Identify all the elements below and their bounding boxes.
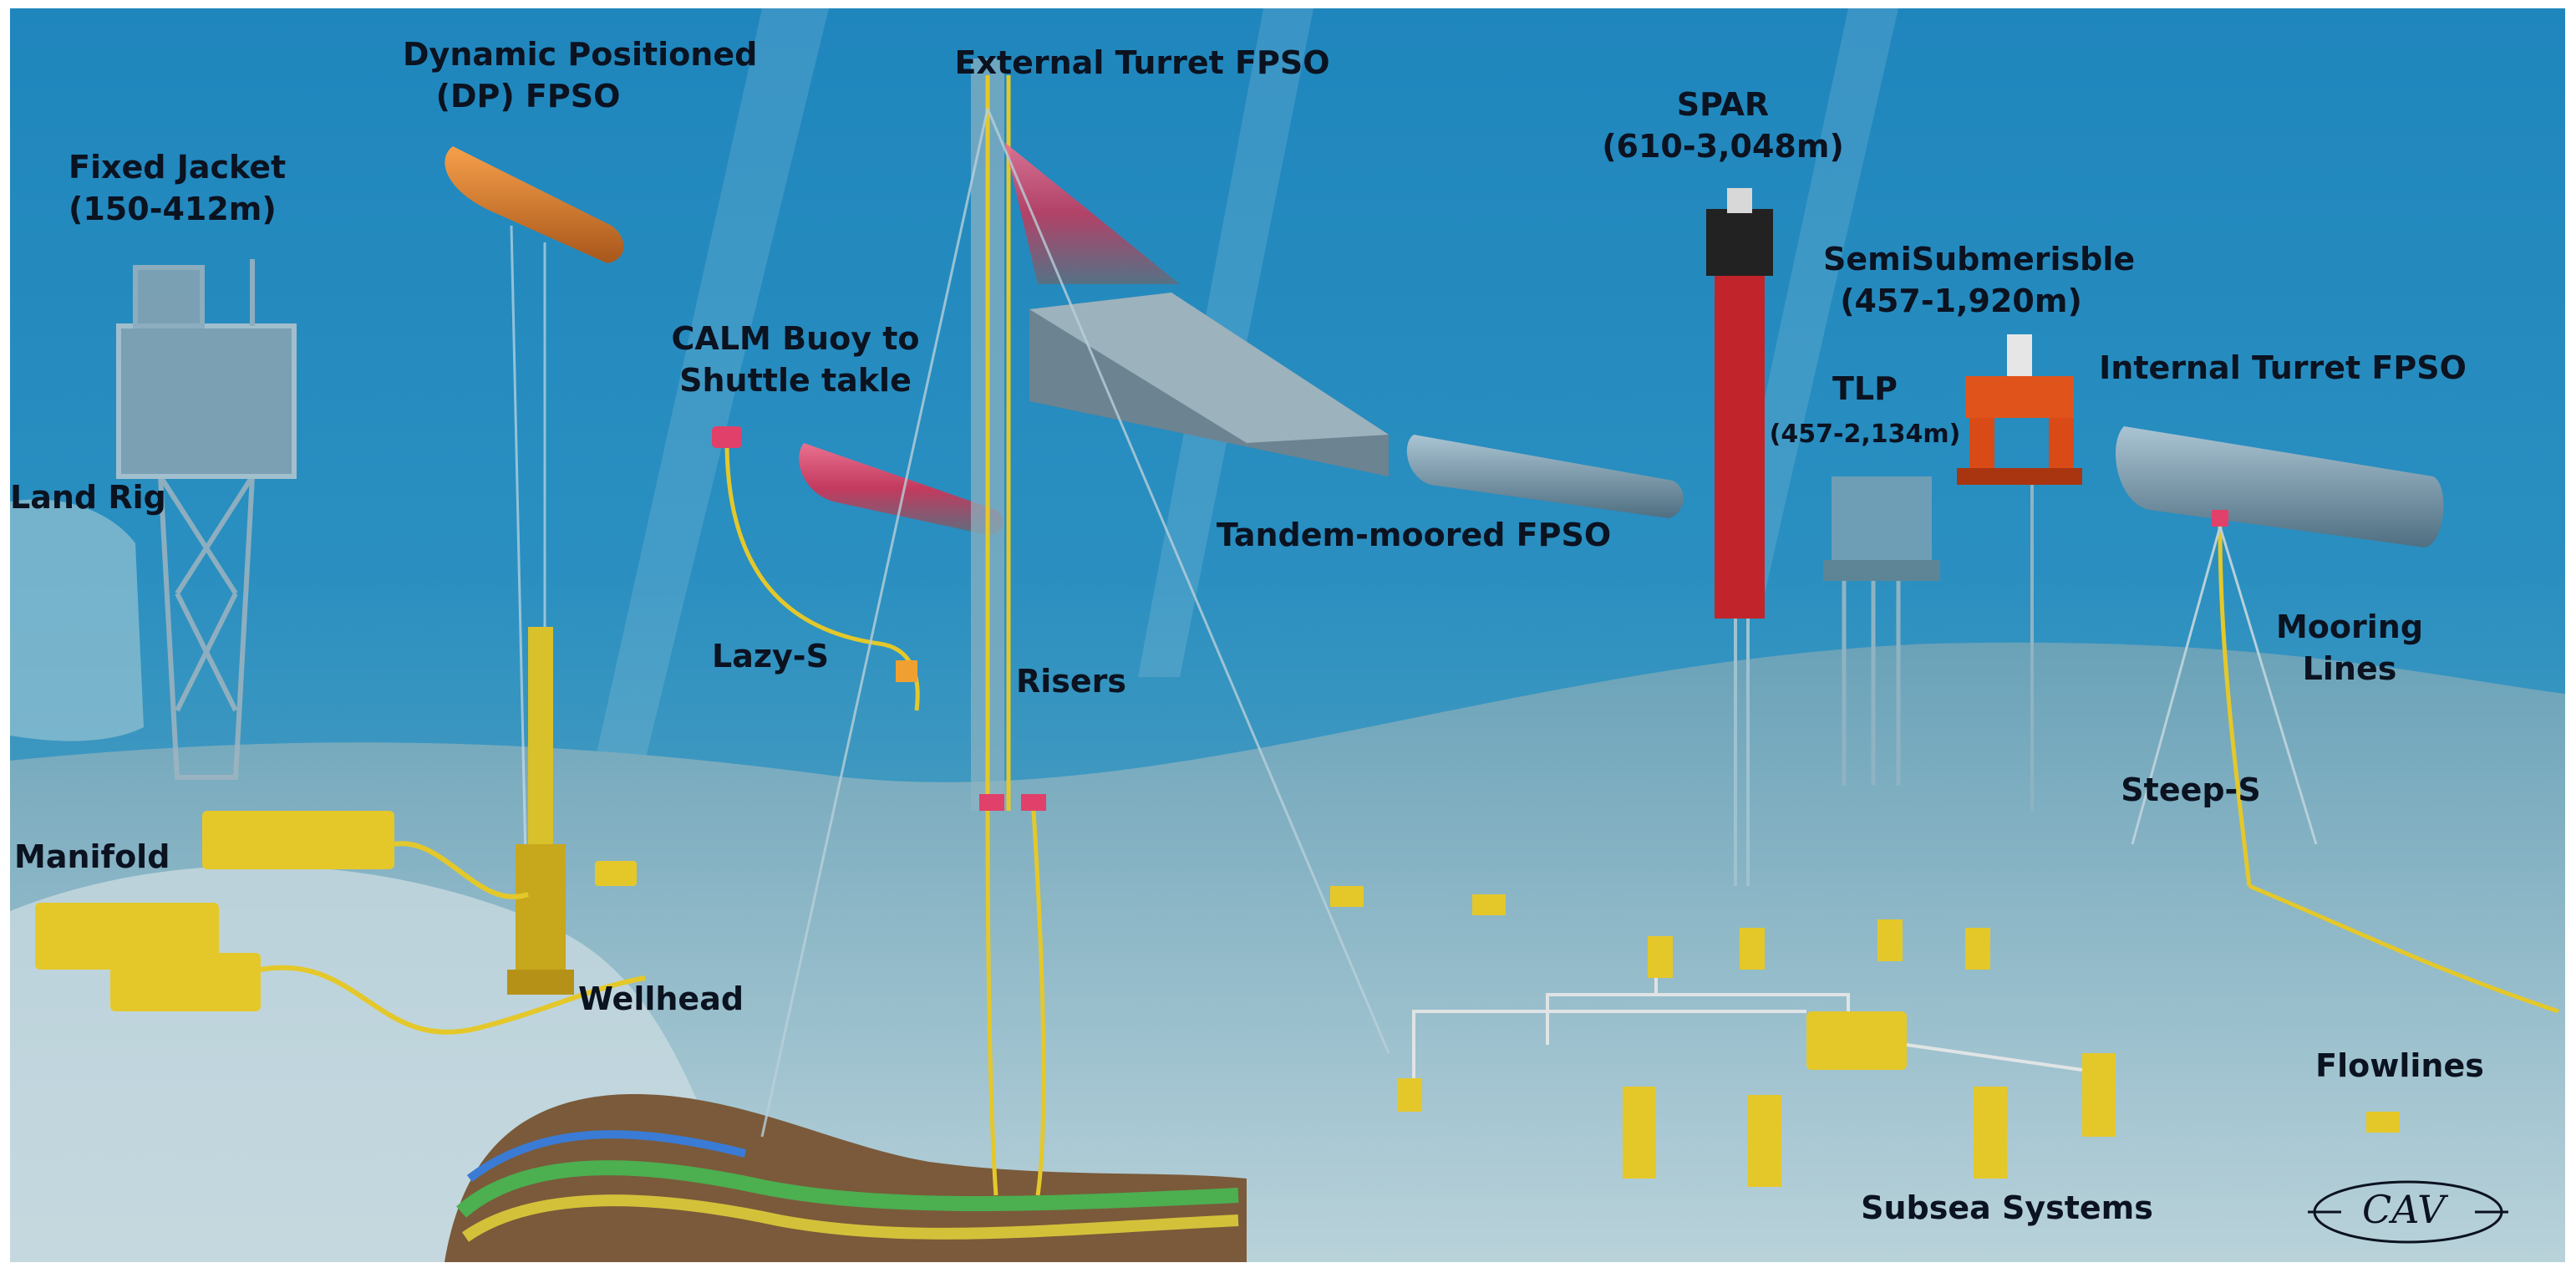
fixed-jacket-platform <box>116 259 297 780</box>
calm-buoy-label-line2: Shuttle takle <box>679 362 912 399</box>
tlp-label: TLP <box>1832 370 1898 407</box>
dp-fpso-label-line1: Dynamic Positioned <box>403 36 758 73</box>
dp-fpso-label-line2: (DP) FPSO <box>435 78 621 115</box>
spar-label: SPAR (610-3,048m) <box>1598 84 1848 167</box>
dp-fpso-label: Dynamic Positioned (DP) FPSO <box>403 33 758 117</box>
spar-platform <box>1706 188 1773 886</box>
manifold-equipment <box>35 811 637 1011</box>
calm-buoy-label-line1: CALM Buoy to <box>671 320 920 357</box>
internal-turret-label: Internal Turret FPSO <box>2099 349 2467 386</box>
manifold-label: Manifold <box>14 838 170 875</box>
drilling-riser <box>507 627 574 995</box>
semisub-label-line2: (457-1,920m) <box>1840 283 2082 319</box>
calm-buoy-label: CALM Buoy to Shuttle takle <box>670 318 921 401</box>
land-rig-label: Land Rig <box>10 479 166 516</box>
cav-logo-text: CAV <box>2362 1187 2446 1232</box>
internal-turret-fpso <box>2116 426 2559 1014</box>
spar-label-line1: SPAR <box>1676 86 1770 123</box>
mooring-lines-label-line1: Mooring <box>2275 608 2424 645</box>
mooring-lines-label-line2: Lines <box>2302 650 2397 687</box>
semisub-label: SemiSubmerisble (457-1,920m) <box>1823 238 2136 322</box>
flowlines-label: Flowlines <box>2315 1047 2484 1084</box>
cav-logo <box>2308 1180 2508 1244</box>
risers-label: Risers <box>1015 663 1127 700</box>
mooring-lines-label: Mooring Lines <box>2266 606 2433 690</box>
tlp-platform <box>1823 476 1940 786</box>
tandem-moored-fpso <box>1406 435 1684 518</box>
calm-buoy <box>712 426 920 711</box>
fixed-jacket-label-line2: (150-412m) <box>69 191 277 227</box>
wellhead-label: Wellhead <box>578 980 744 1017</box>
steep-s-label: Steep-S <box>2121 771 2261 808</box>
shuttle-tanker <box>799 443 1003 535</box>
lazy-s-label: Lazy-S <box>712 638 829 675</box>
fixed-jacket-label-line1: Fixed Jacket <box>69 149 287 186</box>
tlp-depth-label: (457-2,134m) <box>1769 420 1961 449</box>
tandem-fpso-label: Tandem-moored FPSO <box>1216 517 1612 553</box>
geology-cross-section <box>445 1094 1247 1262</box>
diagram-frame: Dynamic Positioned (DP) FPSO Fixed Jacke… <box>10 8 2565 1262</box>
subsea-systems-label: Subsea Systems <box>1861 1189 2153 1226</box>
semisubmersible-platform <box>1957 334 2082 811</box>
external-turret-label: External Turret FPSO <box>954 44 1330 81</box>
semisub-label-line1: SemiSubmerisble <box>1823 241 2136 278</box>
offshore-scene <box>10 8 2565 1262</box>
spar-label-line2: (610-3,048m) <box>1602 128 1844 165</box>
subsea-systems <box>1330 886 2400 1187</box>
fixed-jacket-label: Fixed Jacket (150-412m) <box>69 146 287 230</box>
